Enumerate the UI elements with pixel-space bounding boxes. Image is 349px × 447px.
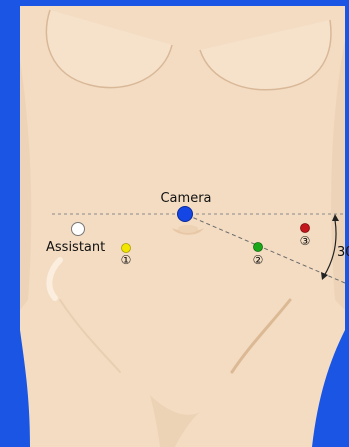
port-2-label: ② [253,253,264,267]
navel-shadow [178,225,198,233]
camera-port-marker [178,207,193,222]
port-1-label: ① [121,253,132,267]
left-frame [0,0,20,447]
assistant-label: Assistant [46,240,105,255]
top-frame [0,0,349,6]
port-2-marker [254,243,263,252]
port-3-marker [301,224,310,233]
camera-label: Camera [160,191,211,206]
assistant-port-marker [72,223,85,236]
angle-label: 30 [337,245,349,260]
port-3-label: ③ [300,234,311,248]
port-1-marker [122,244,131,253]
